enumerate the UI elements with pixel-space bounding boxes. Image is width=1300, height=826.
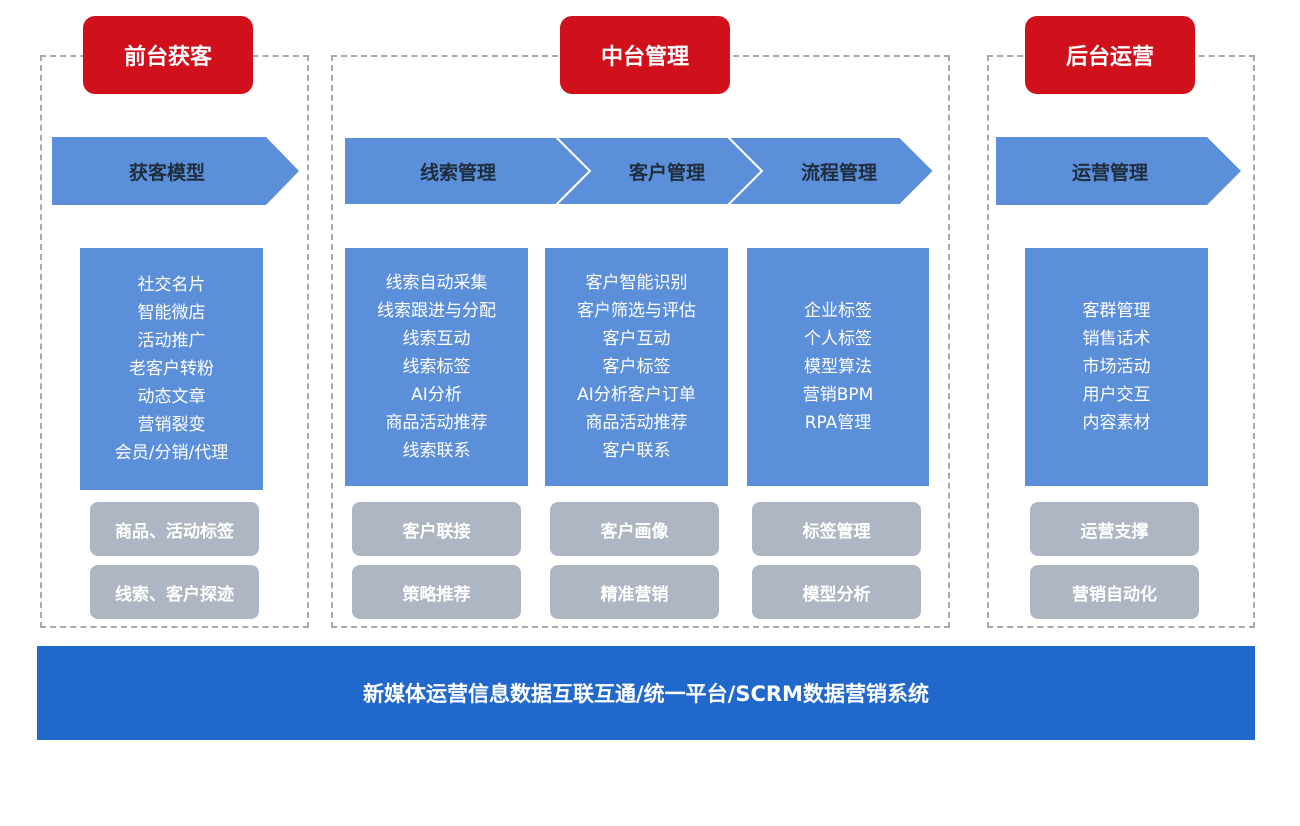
process-feature-item: 企业标签 [804,301,872,321]
customer-feature-item: AI分析客户订单 [577,385,696,405]
customer-feature-item: 商品活动推荐 [585,413,688,433]
back-arrow-shape [996,137,1241,205]
front-feature-item: 会员/分销/代理 [114,443,229,463]
lead-feature-item: 商品活动推荐 [385,413,488,433]
front-tag: 前台获客 [83,16,253,94]
back-feature-item: 内容素材 [1082,413,1151,433]
process-feature-item: 个人标签 [804,329,872,349]
front-feature-item: 动态文章 [137,387,206,407]
lead-feature-item: 线索自动采集 [385,273,488,293]
lead-feature-item: 线索标签 [402,357,471,377]
front-feature-item: 老客户转粉 [129,359,214,379]
lead-pill-1: 客户联接 [352,502,521,556]
front-features-box: 社交名片 智能微店 活动推广 老客户转粉 动态文章 营销裂变 会员/分销/代理 [80,248,263,490]
middle-arrow-3-shape [725,136,936,206]
process-pill-1: 标签管理 [752,502,921,556]
front-feature-item: 社交名片 [137,275,206,295]
lead-feature-item: 线索互动 [402,329,471,349]
customer-feature-item: 客户标签 [602,357,671,377]
process-feature-item: 模型算法 [804,357,872,377]
front-arrow-label: 获客模型 [128,161,205,184]
back-tag: 后台运营 [1025,16,1195,94]
front-feature-item: 营销裂变 [137,415,206,435]
customer-pill-1: 客户画像 [550,502,719,556]
middle-tag: 中台管理 [560,16,730,94]
platform-banner: 新媒体运营信息数据互联互通/统一平台/SCRM数据营销系统 [37,646,1255,740]
back-feature-item: 市场活动 [1082,357,1151,377]
middle-arrow-label-3: 流程管理 [800,161,877,184]
back-feature-item: 客群管理 [1082,301,1151,321]
customer-features-box: 客户智能识别 客户筛选与评估 客户互动 客户标签 AI分析客户订单 商品活动推荐… [545,248,728,486]
process-feature-item: RPA管理 [804,413,872,433]
customer-feature-item: 客户智能识别 [585,273,688,293]
lead-pill-2: 策略推荐 [352,565,521,619]
front-feature-item: 智能微店 [137,303,206,323]
front-feature-item: 活动推广 [137,331,206,351]
customer-feature-item: 客户互动 [602,329,671,349]
lead-feature-item: AI分析 [411,385,462,405]
back-arrow-label: 运营管理 [1071,161,1148,184]
process-features-box: 企业标签 个人标签 模型算法 营销BPM RPA管理 [747,248,929,486]
back-features-box: 客群管理 销售话术 市场活动 用户交互 内容素材 [1025,248,1208,486]
middle-arrow-label-1: 线索管理 [419,161,496,184]
customer-feature-item: 客户联系 [602,441,671,461]
lead-features-box: 线索自动采集 线索跟进与分配 线索互动 线索标签 AI分析 商品活动推荐 线索联… [345,248,528,486]
customer-feature-item: 客户筛选与评估 [577,301,696,321]
front-arrow-shape [52,137,299,205]
front-pill-2: 线索、客户探迹 [90,565,259,619]
process-feature-item: 营销BPM [802,385,874,405]
back-feature-item: 销售话术 [1082,329,1151,349]
process-pill-2: 模型分析 [752,565,921,619]
back-pill-2: 营销自动化 [1030,565,1199,619]
front-pill-1: 商品、活动标签 [90,502,259,556]
customer-pill-2: 精准营销 [550,565,719,619]
back-feature-item: 用户交互 [1082,385,1151,405]
middle-arrow-label-2: 客户管理 [628,161,705,184]
lead-feature-item: 线索跟进与分配 [377,301,496,321]
lead-feature-item: 线索联系 [402,441,471,461]
back-pill-1: 运营支撑 [1030,502,1199,556]
